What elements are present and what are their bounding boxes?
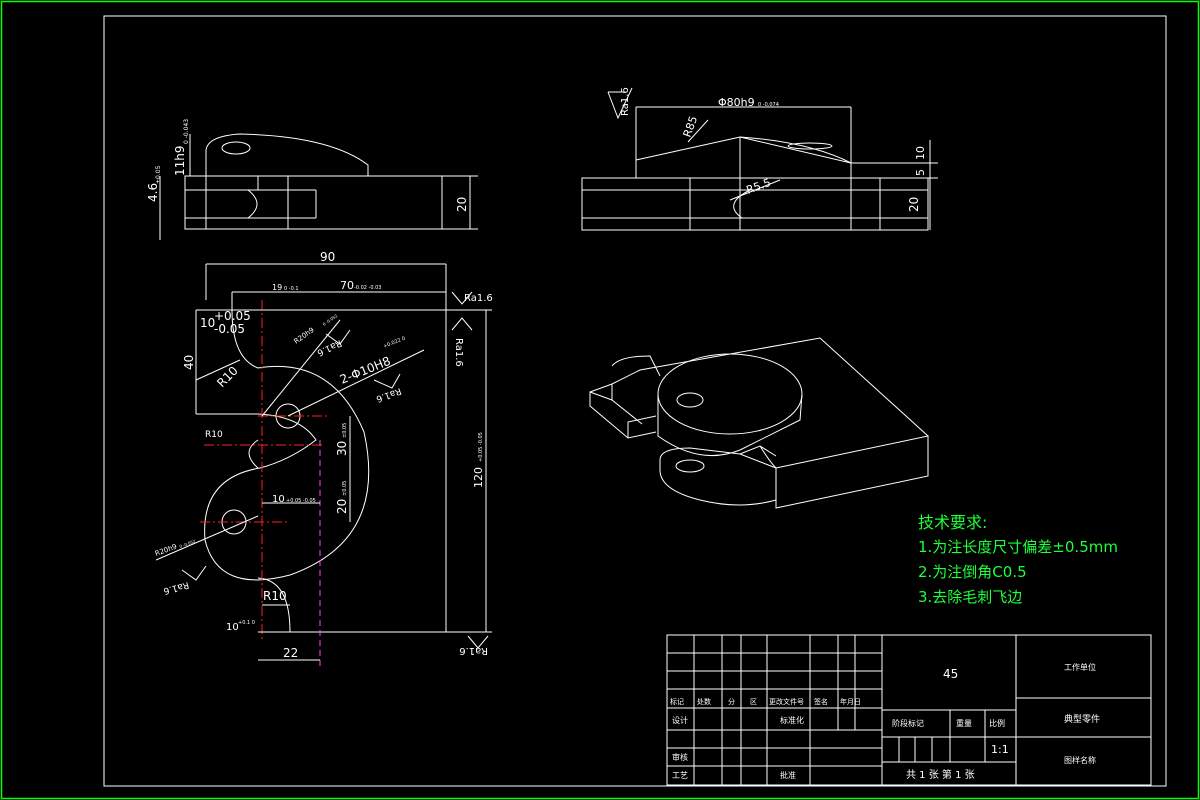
dim-5-side: 5 <box>914 169 927 176</box>
dim-phi80: Φ80h9 <box>718 96 755 109</box>
dim-30-tol: ±0.05 <box>342 423 348 438</box>
side-view <box>581 87 938 231</box>
dim-120: 120 <box>472 467 485 488</box>
dim-120-tol: +0.05 -0.05 <box>478 432 484 462</box>
front-view <box>159 133 478 240</box>
dim-r5-5: R5.5 <box>745 176 773 197</box>
dim-20-front: 20 <box>455 197 469 212</box>
dim-20-mid-tol: ±0.05 <box>342 481 348 496</box>
dim-70: 70 <box>340 279 354 292</box>
tb-review: 审核 <box>672 752 688 762</box>
dim-2-phi10h8: 2-Φ10H8 <box>338 354 393 387</box>
dim-10-bottom: 10 <box>226 622 239 633</box>
dim-22: 22 <box>283 646 298 660</box>
dim-10-bottom-tol: +0.1 0 <box>238 620 255 626</box>
tb-process: 工艺 <box>672 771 688 780</box>
tb-approve: 批准 <box>780 770 796 780</box>
note-3: 3.去除毛刺飞边 <box>918 588 1023 606</box>
dim-r85: R85 <box>681 114 701 139</box>
tb-h-div: 分 <box>728 697 735 706</box>
tb-drawingno: 图样名称 <box>1064 755 1096 765</box>
tb-weight: 重量 <box>956 718 972 728</box>
tb-standard: 标准化 <box>780 715 804 725</box>
ra-bottom: Ra1.6 <box>459 645 488 656</box>
ra-lower-left: Ra1.6 <box>162 579 190 595</box>
dim-10-mid-tol: +0.05 -0.05 <box>286 498 316 504</box>
tb-partname: 典型零件 <box>1064 713 1100 725</box>
dim-19-tol: 0 -0.1 <box>284 286 299 292</box>
inner-frame <box>103 15 1167 787</box>
dim-30: 30 <box>335 441 349 456</box>
dim-20-mid: 20 <box>335 499 349 514</box>
dim-11h9: 11h9 <box>173 145 187 176</box>
dim-4-6-tol: ±0.05 <box>155 165 162 184</box>
dim-10-tol-lower: -0.05 <box>214 322 245 336</box>
tb-sheets: 共 1 张 第 1 张 <box>906 768 975 781</box>
notes-title: 技术要求: <box>918 513 988 532</box>
title-block <box>666 634 1152 786</box>
dim-r10-a: R10 <box>214 364 241 391</box>
ra-hole-note: Ra1.6 <box>374 385 402 403</box>
ra-right-side: Ra1.6 <box>453 338 464 367</box>
ra-upper-hole: Ra1.6 <box>315 337 343 357</box>
dim-10-side: 10 <box>914 146 927 160</box>
tb-stage: 阶段标记 <box>892 718 924 728</box>
tb-h-count: 处数 <box>697 697 711 706</box>
tb-scale: 1:1 <box>991 743 1009 756</box>
tb-h-sign: 签名 <box>814 697 828 706</box>
isometric-view <box>589 337 930 509</box>
top-view <box>155 263 492 670</box>
dim-19: 19 <box>272 283 282 292</box>
dim-11h9-tol: 0 -0.043 <box>183 119 190 144</box>
dim-r10-c: R10 <box>263 589 287 603</box>
tb-h-mark: 标记 <box>670 697 684 706</box>
dim-10-tol-upper: +0.05 <box>214 309 251 323</box>
dim-r20-upper: R20h9 <box>293 326 316 346</box>
tb-h-doc: 更改文件号 <box>769 697 804 706</box>
dim-70-tol: -0.02 -0.03 <box>354 285 381 291</box>
tb-h-zone: 区 <box>750 698 757 706</box>
dim-4-6: 4.6 <box>146 183 160 202</box>
tb-ratio: 比例 <box>989 718 1005 728</box>
ra-top-right: Ra1.6 <box>464 293 493 304</box>
dim-40: 40 <box>182 355 196 370</box>
tb-unit: 工作单位 <box>1064 662 1096 672</box>
tb-material: 45 <box>943 667 958 681</box>
dim-r10-b: R10 <box>205 430 223 440</box>
dim-r20-lower-tol: 0 -0.052 <box>179 538 197 549</box>
dim-2-phi10h8-tol: +0.022 0 <box>383 336 407 350</box>
tb-h-date: 年月日 <box>840 697 861 706</box>
tb-design: 设计 <box>672 715 688 725</box>
note-1: 1.为注长度尺寸偏差±0.5mm <box>918 538 1118 556</box>
technical-requirements: 技术要求: 1.为注长度尺寸偏差±0.5mm 2.为注倒角C0.5 3.去除毛刺… <box>918 510 1118 610</box>
dim-90: 90 <box>320 250 335 264</box>
dim-phi80-tol: 0 -0.074 <box>758 102 779 108</box>
dim-10-mid: 10 <box>272 494 285 505</box>
ra-side: Ra1.6 <box>620 87 631 116</box>
dim-20-side: 20 <box>907 197 921 212</box>
note-2: 2.为注倒角C0.5 <box>918 563 1027 581</box>
dim-10-top: 10 <box>200 316 215 330</box>
